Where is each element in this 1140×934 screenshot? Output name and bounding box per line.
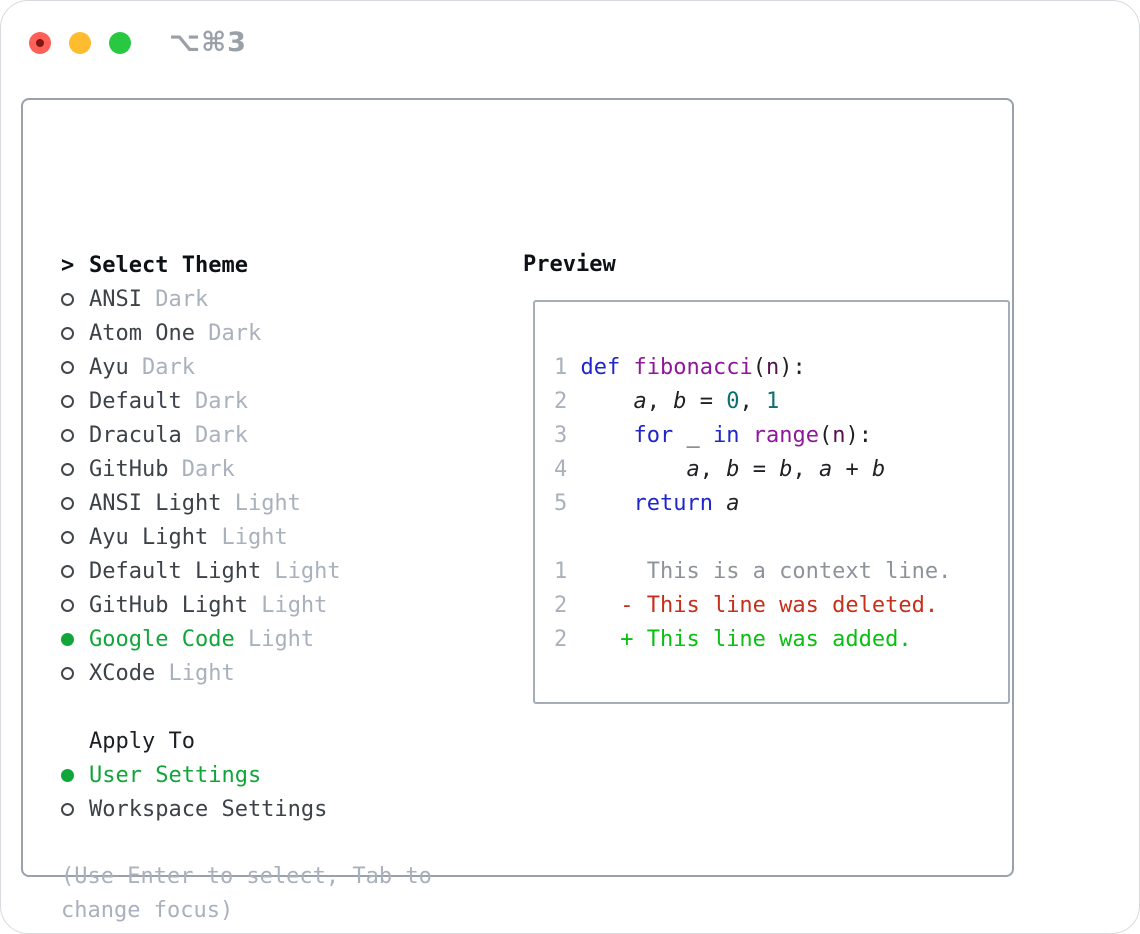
radio-selected-icon — [61, 768, 74, 782]
line-number: 5 — [554, 491, 568, 516]
close-button-icon[interactable] — [29, 31, 51, 54]
radio-icon — [61, 666, 74, 680]
code-line: 4 a, b = b, a + b — [554, 457, 886, 482]
apply-option-label: User Settings — [89, 762, 262, 788]
theme-option-github-light[interactable]: GitHub Light Light — [61, 588, 432, 622]
theme-variant-label: Dark — [181, 388, 248, 414]
radio-icon — [61, 326, 74, 340]
theme-variant-label: Dark — [194, 320, 262, 346]
theme-option-atom-one[interactable]: Atom One Dark — [61, 316, 432, 350]
radio-icon — [61, 598, 74, 612]
theme-option-default-light[interactable]: Default Light Light — [61, 554, 432, 588]
zoom-button-icon[interactable] — [109, 31, 131, 54]
code-line: 1 def fibonacci(n): — [554, 355, 806, 380]
theme-variant-label: Light — [221, 490, 301, 516]
line-number: 2 — [554, 627, 568, 652]
theme-variant-label: Light — [155, 660, 235, 686]
select-theme-header-row: > Select Theme — [61, 248, 432, 282]
line-number: 1 — [554, 559, 568, 584]
radio-icon — [61, 292, 74, 306]
theme-option-github[interactable]: GitHub Dark — [61, 452, 432, 486]
theme-option-label: Default Light — [89, 558, 262, 584]
theme-variant-label: Dark — [141, 286, 209, 312]
radio-selected-icon — [61, 632, 74, 646]
title-bar: ⌥⌘3 — [29, 27, 247, 58]
select-theme-title: Select Theme — [89, 252, 248, 278]
radio-icon — [61, 530, 74, 544]
theme-option-ayu[interactable]: Ayu Dark — [61, 350, 432, 384]
apply-option-user-settings[interactable]: User Settings — [61, 758, 432, 792]
radio-icon — [61, 360, 74, 374]
theme-option-dracula[interactable]: Dracula Dark — [61, 418, 432, 452]
line-number: 3 — [554, 423, 568, 448]
theme-option-google-code[interactable]: Google Code Light — [61, 622, 432, 656]
theme-option-ayu-light[interactable]: Ayu Light Light — [61, 520, 432, 554]
theme-variant-label: Dark — [181, 422, 248, 448]
code-line: 2 - This line was deleted. — [554, 593, 939, 618]
radio-icon — [61, 496, 74, 510]
radio-icon — [61, 802, 74, 816]
help-text-line-2: change focus) — [61, 898, 234, 923]
radio-icon — [61, 564, 74, 578]
code-line: 2 + This line was added. — [554, 627, 912, 652]
theme-variant-label: Light — [247, 592, 328, 618]
line-number: 4 — [554, 457, 568, 482]
radio-icon — [61, 428, 74, 442]
theme-option-label: ANSI — [89, 286, 142, 312]
help-text-line-1: (Use Enter to select, Tab to — [61, 864, 432, 889]
radio-icon — [61, 394, 74, 408]
apply-to-header-row: Apply To — [61, 724, 432, 758]
theme-option-label: Default — [89, 388, 182, 414]
window-title: ⌥⌘3 — [169, 27, 247, 58]
code-line: 2 a, b = 0, 1 — [554, 389, 780, 414]
theme-option-label: Google Code — [89, 626, 235, 652]
theme-variant-label: Dark — [168, 456, 235, 482]
theme-option-label: Atom One — [89, 320, 195, 346]
apply-option-label: Workspace Settings — [89, 796, 328, 822]
code-line — [554, 521, 1008, 555]
theme-option-default[interactable]: Default Dark — [61, 384, 432, 418]
spacer-row — [61, 826, 432, 860]
line-number: 2 — [554, 593, 568, 618]
apply-to-title: Apply To — [89, 728, 195, 754]
theme-variant-label: Light — [208, 524, 288, 550]
theme-option-label: Ayu — [89, 354, 129, 380]
theme-variant-label: Light — [234, 626, 315, 652]
line-number: 2 — [554, 389, 568, 414]
theme-option-xcode[interactable]: XCode Light — [61, 656, 432, 690]
code-preview: 1 def fibonacci(n): 2 a, b = 0, 1 3 for _ … — [554, 351, 1008, 657]
theme-variant-label: Light — [261, 558, 341, 584]
theme-option-label: XCode — [89, 660, 156, 686]
apply-option-workspace-settings[interactable]: Workspace Settings — [61, 792, 432, 826]
code-line: 5 return a — [554, 491, 740, 516]
theme-option-ansi[interactable]: ANSI Dark — [61, 282, 432, 316]
preview-box: 1 def fibonacci(n): 2 a, b = 0, 1 3 for _ … — [533, 300, 1010, 704]
theme-option-label: GitHub — [89, 456, 169, 482]
code-line: 3 for _ in range(n): — [554, 423, 872, 448]
spacer-row — [61, 690, 432, 724]
theme-option-label: Ayu Light — [89, 524, 209, 550]
theme-option-label: GitHub Light — [89, 592, 248, 618]
preview-title: Preview — [523, 252, 616, 277]
line-number: 1 — [554, 355, 568, 380]
theme-option-ansi-light[interactable]: ANSI Light Light — [61, 486, 432, 520]
theme-option-label: Dracula — [89, 422, 182, 448]
theme-variant-label: Dark — [128, 354, 195, 380]
minimize-button-icon[interactable] — [69, 31, 91, 54]
radio-icon — [61, 462, 74, 476]
code-line: 1 This is a context line. — [554, 559, 952, 584]
prompt-icon: > — [61, 252, 75, 278]
theme-option-label: ANSI Light — [89, 490, 222, 516]
